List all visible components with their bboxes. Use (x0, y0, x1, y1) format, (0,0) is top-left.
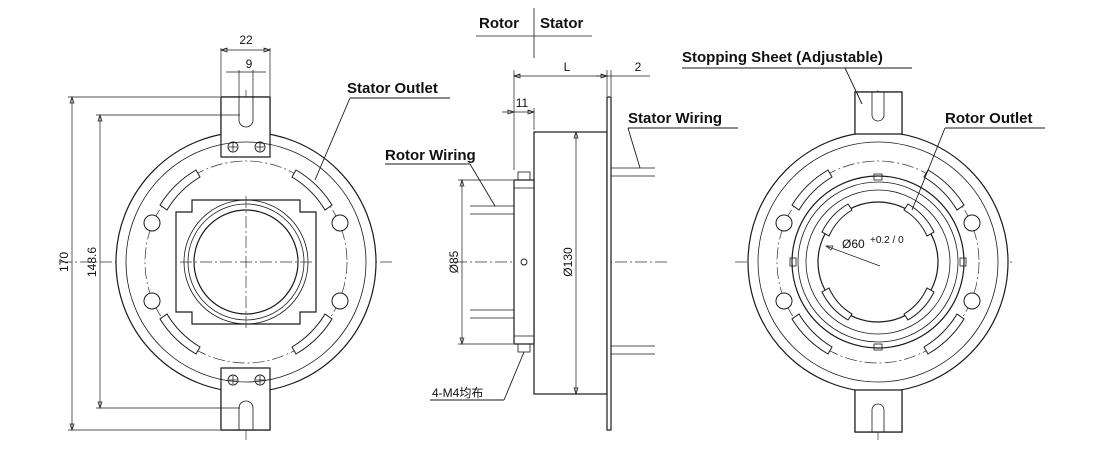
outer-height-dimension: 170 (57, 95, 220, 432)
side-profile-view: Rotor Stator L 2 (385, 8, 738, 431)
stator-side-view: 22 9 170 148.6 Stator Outlet (57, 33, 450, 440)
length-label: L (564, 60, 571, 74)
mount-note-label: 4-M4均布 (432, 386, 483, 400)
rotor-diameter-label: Ø85 (447, 250, 461, 273)
stator-outlet-label: Stator Outlet (347, 80, 438, 97)
inner-height-dimension: 148.6 (85, 113, 240, 410)
inner-height-label: 148.6 (85, 247, 99, 277)
rotor-header: Rotor (479, 15, 519, 32)
stator-diameter-label: Ø130 (561, 247, 575, 277)
rotor-wiring-label: Rotor Wiring (385, 147, 476, 164)
outer-height-label: 170 (57, 252, 71, 272)
stator-header: Stator (540, 15, 584, 32)
rotor-offset-label: 11 (516, 96, 529, 110)
bore-diameter-label: Ø60 (842, 237, 865, 251)
bore-tolerance-label: +0.2 / 0 (870, 235, 904, 246)
stopping-sheet-label: Stopping Sheet (Adjustable) (682, 49, 883, 66)
tab-slot-label: 9 (246, 57, 253, 71)
rotor-side-view: Ø60 +0.2 / 0 Stopping Sheet (Adjustable)… (682, 49, 1045, 440)
rotor-outlet-label: Rotor Outlet (945, 110, 1033, 127)
flange-thickness-label: 2 (635, 60, 642, 74)
tab-width-dimension: 22 (219, 33, 272, 96)
stator-wiring-label: Stator Wiring (628, 110, 722, 127)
tab-width-label: 22 (239, 33, 253, 47)
tab-slot-dimension: 9 (226, 57, 266, 97)
